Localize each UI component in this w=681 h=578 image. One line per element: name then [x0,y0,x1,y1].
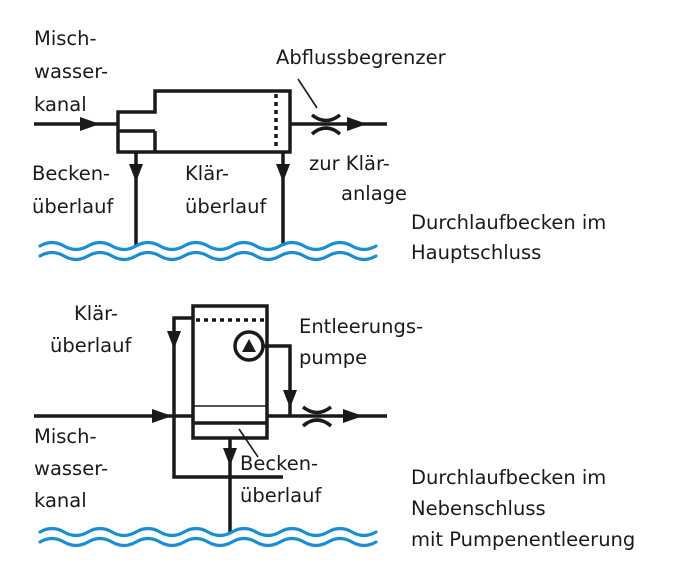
top-inflow-arrow [80,117,100,131]
bottom-water-wave-2 [38,536,378,548]
top-clarifier-overflow-label: Klär- überlauf [185,162,267,218]
bottom-bypass-arrow [167,331,181,349]
bottom-inflow-arrow [152,409,172,423]
top-clarifier-overflow-arrow [276,164,290,182]
bottom-pump-arrow [283,390,297,408]
bottom-clarifier-overflow-label: Klär- überlauf [50,302,132,357]
bottom-pump-label: Entleerungs- pumpe [299,315,429,369]
bottom-pump-icon [242,339,256,352]
top-water-wave-2 [38,250,378,262]
top-limiter-lower [310,126,342,136]
top-limiter-leader [297,78,318,109]
bottom-basin-overflow-label: Becken- überlauf [240,452,324,507]
top-basin [116,89,292,154]
bottom-inflow-label: Misch- wasser- kanal [34,425,114,512]
top-inflow-label: Misch- wasser- kanal [34,27,114,116]
bottom-caption: Durchlaufbecken im Nebenschluss mit Pump… [411,466,635,551]
top-diagram: Misch- wasser- kanal Abflussbegrenzer zu… [32,27,613,264]
top-basin-overflow-arrow [129,164,143,182]
top-outlet-arrow [347,117,367,131]
bottom-limiter-lower [301,418,333,428]
top-limiter-label: Abflussbegrenzer [276,46,447,69]
bottom-diagram: Klär- überlauf Entleerungs- pumpe Misch-… [34,302,635,551]
bottom-outlet-arrow [343,409,363,423]
bottom-basin [191,304,269,440]
top-water-wave-1 [38,240,378,252]
top-caption: Durchlaufbecken im Hauptschluss [411,211,613,264]
bottom-water-wave-1 [38,526,378,538]
top-outlet-label: zur Klär- anlage [309,152,407,205]
bottom-overflow-leader [238,428,259,458]
bottom-limiter-upper [301,405,333,415]
top-basin-overflow-label: Becken- überlauf [32,162,116,218]
bottom-basin-overflow-arrow [223,448,237,466]
top-limiter-upper [310,113,342,123]
